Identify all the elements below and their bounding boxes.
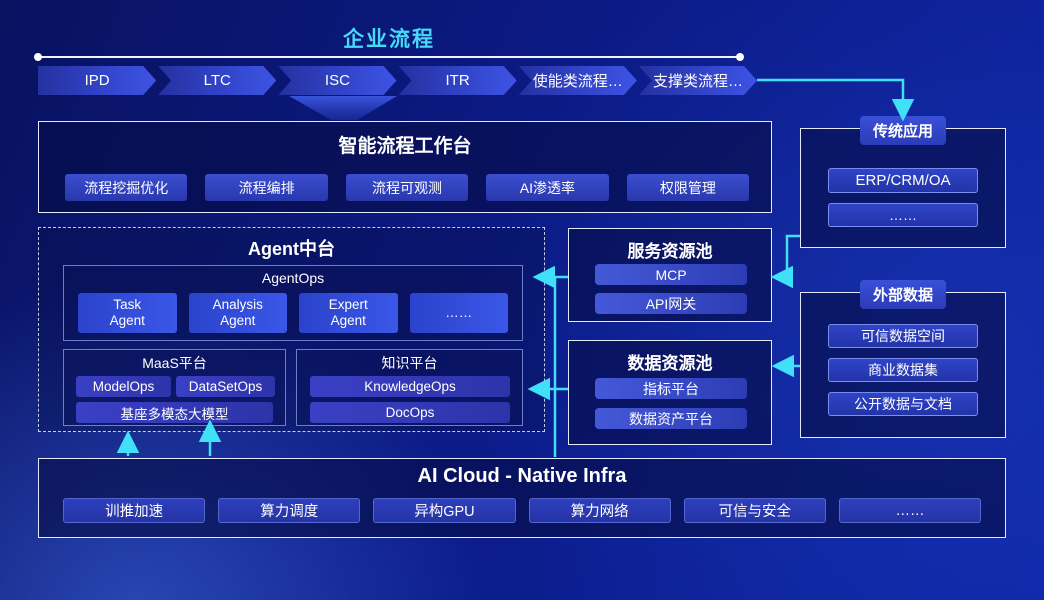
agent-platform-panel: Agent中台 AgentOps Task Agent Analysis Age… (38, 227, 545, 432)
agents-row: Task Agent Analysis Agent Expert Agent …… (78, 293, 508, 333)
trusted-security-chip: 可信与安全 (683, 498, 826, 523)
process-chain: IPD LTC ISC ITR 使能类流程… 支撑类流程… (38, 66, 757, 95)
workbench-item-permissions: 权限管理 (626, 174, 750, 201)
infra-items: 训推加速 算力调度 异构GPU 算力网络 可信与安全 …… (63, 498, 982, 523)
workbench-item-observability: 流程可观测 (345, 174, 469, 201)
datasetops-chip: DataSetOps (176, 376, 275, 397)
training-acceleration-chip: 训推加速 (63, 498, 206, 523)
workbench-items: 流程挖掘优化 流程编排 流程可观测 AI渗透率 权限管理 (65, 174, 750, 201)
compute-scheduling-chip: 算力调度 (218, 498, 361, 523)
infra-title: AI Cloud - Native Infra (417, 465, 627, 487)
process-step-ltc: LTC (158, 66, 276, 95)
process-step-supporting: 支撑类流程… (639, 66, 757, 95)
trusted-data-space-chip: 可信数据空间 (828, 324, 978, 348)
process-step-itr: ITR (399, 66, 517, 95)
workbench-item-orchestration: 流程编排 (205, 174, 328, 201)
arrow-legacy-to-service-pool (770, 234, 800, 289)
infra-panel: AI Cloud - Native Infra 训推加速 算力调度 异构GPU … (38, 458, 1006, 538)
workbench-item-process-mining: 流程挖掘优化 (65, 174, 188, 201)
funnel-shape (289, 96, 397, 120)
external-data-badge: 外部数据 (859, 280, 947, 309)
analysis-agent: Analysis Agent (188, 293, 287, 333)
maas-box: MaaS平台 ModelOps DataSetOps 基座多模态大模型 (63, 349, 286, 426)
process-step-enabling: 使能类流程… (519, 66, 637, 95)
metrics-platform-chip: 指标平台 (595, 378, 747, 399)
workbench-panel: 智能流程工作台 流程挖掘优化 流程编排 流程可观测 AI渗透率 权限管理 (38, 121, 772, 213)
knowledge-title: 知识平台 (381, 355, 438, 371)
legacy-apps-panel: 传统应用 ERP/CRM/OA …… (800, 116, 1006, 248)
data-pool-panel: 数据资源池 指标平台 数据资产平台 (568, 340, 772, 445)
legacy-apps-badge: 传统应用 (859, 116, 947, 145)
data-pool-title: 数据资源池 (627, 354, 713, 373)
infra-more-chip: …… (838, 498, 982, 523)
process-line (38, 56, 740, 58)
knowledge-box: 知识平台 KnowledgeOps DocOps (296, 349, 523, 426)
docops-chip: DocOps (310, 402, 510, 423)
line-dot-right (736, 53, 744, 61)
compute-network-chip: 算力网络 (528, 498, 671, 523)
maas-row: ModelOps DataSetOps (76, 376, 275, 397)
knowledgeops-chip: KnowledgeOps (310, 376, 510, 397)
page-title: 企业流程 (343, 28, 435, 51)
agent-platform-title: Agent中台 (248, 239, 335, 259)
data-asset-platform-chip: 数据资产平台 (595, 408, 747, 429)
legacy-more-chip: …… (828, 203, 978, 227)
commercial-dataset-chip: 商业数据集 (828, 358, 978, 382)
line-dot-left (34, 53, 42, 61)
workbench-item-ai-penetration: AI渗透率 (486, 174, 609, 201)
api-gateway-chip: API网关 (595, 293, 747, 314)
task-agent: Task Agent (78, 293, 177, 333)
maas-title: MaaS平台 (142, 355, 207, 371)
erp-crm-oa-chip: ERP/CRM/OA (828, 168, 978, 193)
more-agents: …… (409, 293, 508, 333)
public-data-docs-chip: 公开数据与文档 (828, 392, 978, 416)
agentops-box: AgentOps Task Agent Analysis Agent Exper… (63, 265, 523, 341)
modelops-chip: ModelOps (76, 376, 171, 397)
service-pool-panel: 服务资源池 MCP API网关 (568, 228, 772, 322)
arrow-chain-to-legacy (757, 78, 915, 122)
expert-agent: Expert Agent (299, 293, 398, 333)
base-model-chip: 基座多模态大模型 (76, 402, 273, 423)
process-step-isc: ISC (278, 66, 396, 95)
service-pool-title: 服务资源池 (627, 242, 713, 261)
process-step-ipd: IPD (38, 66, 156, 95)
agentops-title: AgentOps (261, 270, 325, 286)
workbench-title: 智能流程工作台 (338, 136, 472, 157)
mcp-chip: MCP (595, 264, 747, 285)
external-data-panel: 外部数据 可信数据空间 商业数据集 公开数据与文档 (800, 280, 1006, 438)
heterogeneous-gpu-chip: 异构GPU (373, 498, 516, 523)
